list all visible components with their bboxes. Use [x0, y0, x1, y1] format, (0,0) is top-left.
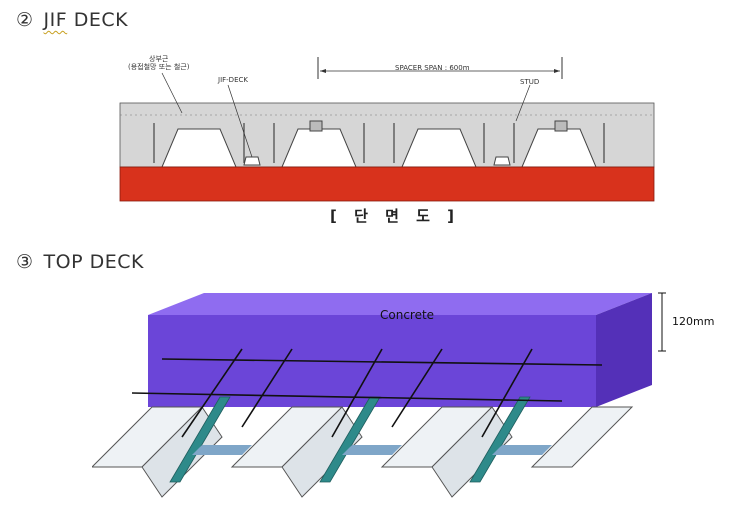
vertical-rebars [153, 123, 605, 163]
label-jif-deck: JIF-DECK [218, 76, 248, 84]
heading-title: TOP DECK [43, 251, 144, 273]
stud-connectors [309, 120, 568, 132]
steel-blue-strips [192, 445, 552, 455]
label-spacer-span: SPACER SPAN : 600m [395, 64, 470, 72]
steel-deck-profile [92, 406, 634, 498]
spacer-span-dimension [317, 57, 563, 79]
jif-deck-section-diagram [119, 57, 655, 202]
concrete-side-face [596, 293, 652, 407]
section-number: ② [16, 9, 34, 31]
label-top-rebar: 상부근 (용접철망 또는 철근) [128, 55, 190, 71]
section-caption: [ 단 면 도 ] [330, 207, 460, 225]
concrete-label: Concrete [380, 308, 435, 322]
top-deck-3d-diagram [92, 292, 666, 498]
steel-beam [119, 166, 655, 202]
label-stud: STUD [520, 78, 540, 86]
section-number: ③ [16, 251, 34, 273]
heading-word-deck: DECK [73, 9, 129, 31]
concrete-top-face [148, 293, 652, 315]
teal-web-plates [169, 396, 531, 483]
section-heading-top-deck: ③ TOP DECK [16, 251, 144, 273]
section-heading-jif-deck: ② JIF DECK [16, 9, 128, 31]
jif-deck-clip [243, 156, 511, 166]
rebar-lines [131, 348, 603, 438]
thickness-dimension [658, 292, 666, 352]
heading-word-jif: JIF [43, 9, 68, 31]
thickness-label: 120mm [672, 315, 715, 328]
leader-lines [161, 72, 531, 158]
concrete-front-face [148, 315, 596, 407]
